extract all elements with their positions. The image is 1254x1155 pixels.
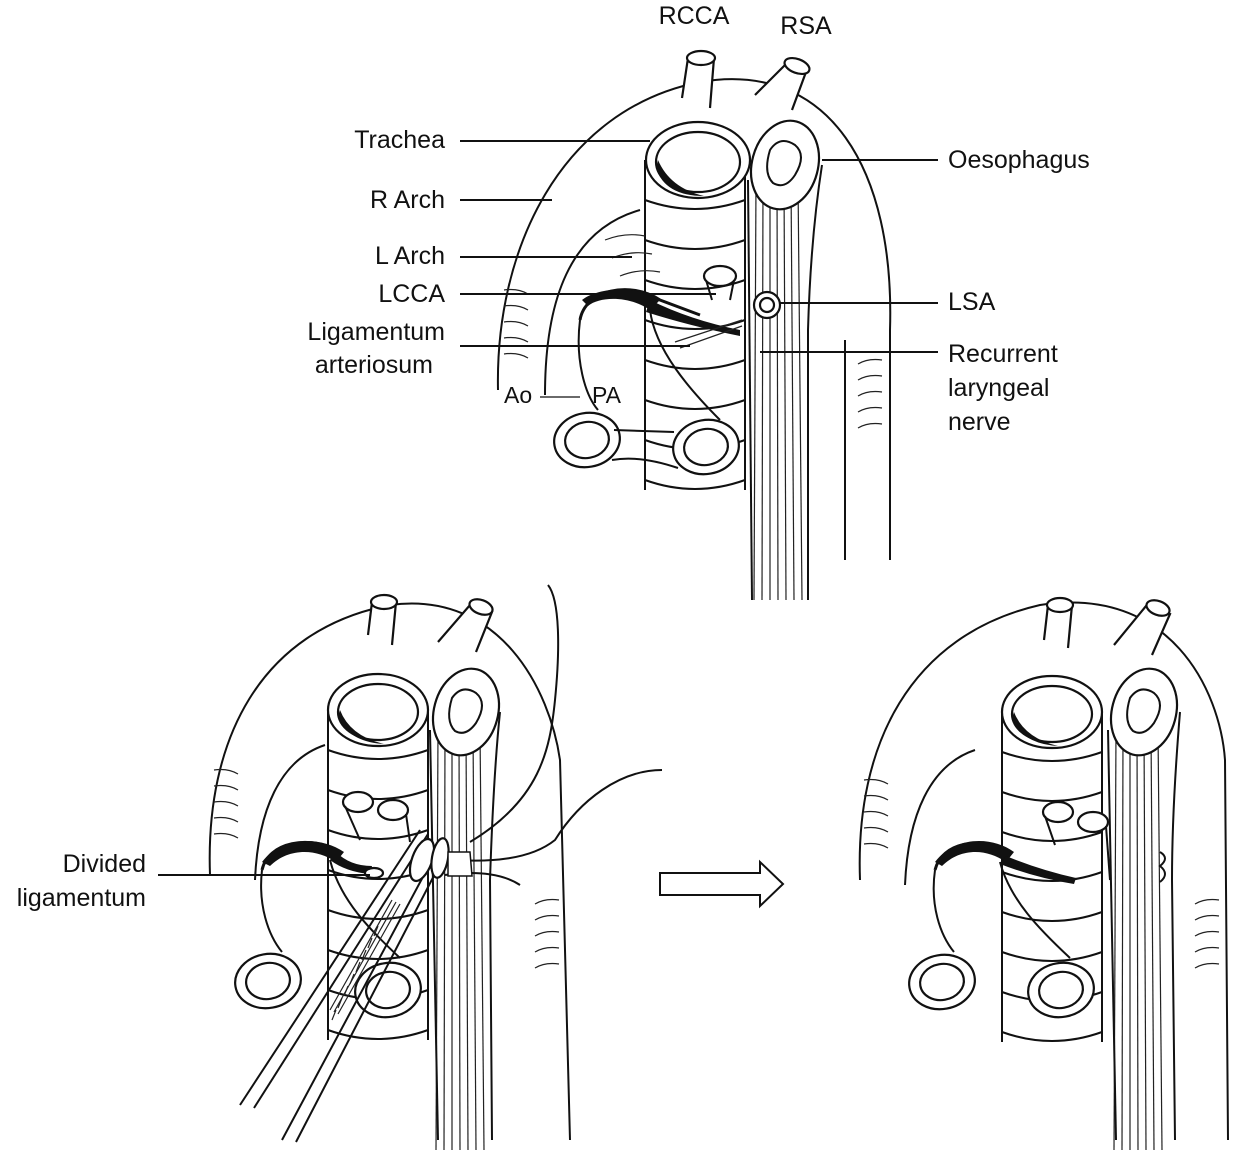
arch-hatching	[863, 778, 889, 849]
label-recurrent-1: Recurrent	[948, 340, 1058, 368]
forceps	[239, 829, 450, 1143]
oesophagus-body	[435, 729, 485, 1151]
label-rcca: RCCA	[659, 2, 730, 30]
label-pa: PA	[592, 382, 622, 408]
label-divided-2: ligamentum	[17, 884, 146, 912]
top-panel-labels: RCCA RSA Trachea Oesophagus R Arch L Arc…	[307, 2, 1089, 436]
arch-hatching	[857, 358, 883, 429]
oesophagus-body	[1113, 729, 1163, 1151]
bottom-right-panel-result	[858, 596, 1229, 1151]
label-l-arch: L Arch	[375, 242, 445, 270]
label-ligamentum-2: arteriosum	[315, 351, 433, 379]
label-divided-1: Divided	[63, 850, 146, 878]
bottom-left-panel-division	[208, 584, 663, 1151]
label-recurrent-3: nerve	[948, 408, 1011, 436]
arch-hatching	[1194, 898, 1220, 969]
arch-hatching	[534, 898, 560, 969]
label-lsa: LSA	[948, 288, 996, 316]
label-recurrent-2: laryngeal	[948, 374, 1049, 402]
arch-hatching	[503, 288, 529, 359]
oesophagus-body	[753, 179, 803, 601]
label-rsa: RSA	[780, 12, 832, 40]
bottom-left-labels: Divided ligamentum	[17, 850, 370, 912]
label-ao: Ao	[504, 382, 532, 408]
label-trachea: Trachea	[354, 126, 445, 154]
top-panel-anatomy	[496, 49, 892, 601]
label-lcca: LCCA	[378, 280, 445, 308]
label-r-arch: R Arch	[370, 186, 445, 214]
right-arrow-icon	[659, 859, 785, 909]
label-oesophagus: Oesophagus	[948, 146, 1090, 174]
label-ligamentum-1: Ligamentum	[307, 318, 445, 346]
